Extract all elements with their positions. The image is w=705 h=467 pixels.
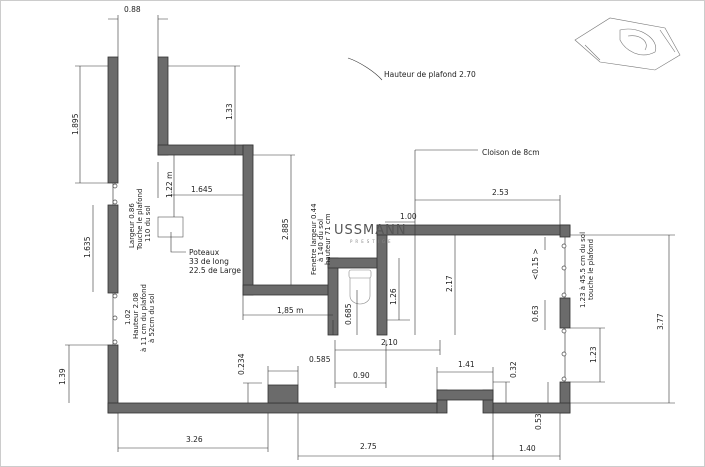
window-left-top-1: Largeur 0.86 [128,203,136,248]
window-wc-1: Fenetre largeur 0.44 [310,203,318,275]
dim-0.685: 0.685 [344,303,353,325]
windows [112,183,567,382]
dim-0.234: 0.234 [237,353,246,375]
dim-0.53: 0.53 [534,413,543,430]
window-left-top-2: Touche le plafond [136,189,144,251]
toilet-icon [348,269,372,305]
dim-1.23: 1.23 [589,346,598,363]
post-note-2: 33 de long [189,257,229,266]
dim-1.26: 1.26 [389,288,398,305]
post-note-1: Poteaux [189,248,220,257]
watermark: USSMANN [334,223,407,238]
dim-1.85: 1,85 m [277,306,303,315]
dim-1.645: 1.645 [191,185,213,194]
dim-1.00: 1.00 [400,212,417,221]
dim-2.17: 2.17 [445,275,454,292]
dim-1.41: 1.41 [458,360,475,369]
dim-0.88: 0.88 [124,5,141,14]
dim-0.32: 0.32 [509,361,518,378]
dim-2.885: 2.885 [281,218,290,240]
window-wc-2: à 140 du sol [317,219,325,262]
ceiling-height-note: Hauteur de plafond 2.70 [384,70,476,79]
post-note-3: 22.5 de Large [189,266,241,275]
post-box [157,216,184,238]
watermark-sub: PRESTIGE [350,239,394,244]
partition-note: Cloison de 8cm [482,148,540,157]
dim-0.90: 0.90 [353,371,370,380]
window-left-bottom-2: Hauteur 2.08 [132,293,140,339]
dim-1.40: 1.40 [519,444,536,453]
dim-2.75: 2.75 [360,442,377,451]
window-left-top-3: 110 du sol [144,205,152,242]
dim-0.15: <0.15 > [531,248,540,280]
window-left-bottom-4: à 52cm du sol [148,294,156,343]
dim-1.33: 1.33 [225,103,234,120]
window-right-1: 1.23 à 45.5 cm du sol [579,232,587,308]
dim-1.39: 1.39 [58,368,67,385]
window-left-bottom-1: 1.02 [124,309,132,325]
window-wc-3: hauteur 71 cm [324,213,332,265]
window-right-2: touche le plafond [587,239,595,300]
dim-3.77: 3.77 [656,313,665,330]
dimension-lines [65,15,675,460]
dim-1.635: 1.635 [83,236,92,258]
dim-1.895: 1.895 [71,113,80,135]
sketch-thumbnail [574,17,681,71]
dim-2.53: 2.53 [492,188,509,197]
dim-0.585: 0.585 [309,355,331,364]
dim-2.10: 2,10 [381,338,398,347]
window-left-bottom-3: à 11 cm du plafond [140,284,148,352]
dim-3.26: 3.26 [186,435,203,444]
dim-0.63: 0.63 [531,305,540,322]
post [267,384,299,404]
dim-1.22: 1.22 m [165,172,174,198]
